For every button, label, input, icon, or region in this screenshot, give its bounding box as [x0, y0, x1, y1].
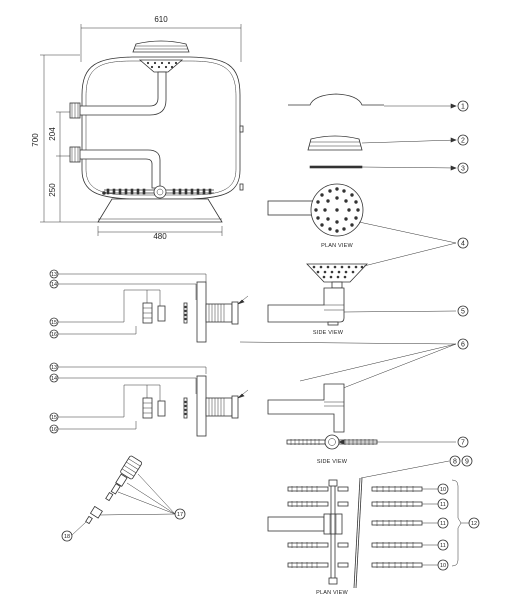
callout-3: 3: [461, 166, 465, 173]
leader-6: 6: [239, 338, 469, 393]
loose-laterals: 10 11 11 11 10 12: [371, 479, 480, 571]
tank-shell: [81, 56, 241, 200]
callout-10b: 10: [440, 563, 446, 569]
callout-15b: 15: [51, 415, 57, 421]
caption-side-view-1: SIDE VIEW: [313, 330, 344, 336]
upper-pipe: [77, 71, 167, 116]
callout-8: 8: [453, 459, 457, 466]
callout-14a: 14: [51, 282, 57, 288]
part-top-cap: 1: [288, 93, 469, 112]
callout-6: 6: [461, 342, 465, 349]
lateral-slots: [106, 188, 212, 195]
part-elbow-pipe: SIDE VIEW 5: [267, 287, 469, 336]
callout-15a: 15: [51, 320, 57, 326]
part-gasket: 3: [309, 162, 469, 174]
callout-5: 5: [461, 309, 465, 316]
tank-base: [97, 198, 223, 223]
callout-18: 18: [64, 534, 70, 540]
part-lateral-elbow: SIDE VIEW 7: [267, 383, 469, 465]
dim-port-spacing: 204: [48, 127, 57, 141]
filter-tank: 610 700 204 250 480: [31, 15, 244, 241]
callout-11a: 11: [440, 502, 446, 508]
callout-1: 1: [461, 104, 465, 111]
caption-plan-view-2: PLAN VIEW: [316, 590, 348, 596]
callout-11c: 11: [440, 543, 446, 549]
callout-10a: 10: [440, 487, 446, 493]
callout-14b: 14: [51, 376, 57, 382]
bulkhead-fitting-lower: 13 14 15 16: [49, 362, 249, 437]
caption-plan-view-1: PLAN VIEW: [321, 243, 353, 249]
bulkhead-fitting-upper: 13 14 15 16: [49, 269, 249, 343]
small-fittings: 17 18: [61, 455, 186, 542]
dim-base-width: 480: [153, 232, 167, 241]
caption-side-view-2: SIDE VIEW: [317, 459, 348, 465]
callout-9: 9: [465, 459, 469, 466]
callout-13b: 13: [51, 365, 57, 371]
laterals-right: [337, 486, 349, 568]
callout-17: 17: [177, 512, 183, 518]
tank-diffuser: [138, 59, 184, 73]
callout-11b: 11: [440, 521, 446, 527]
lower-pipe: [77, 149, 161, 189]
dim-width-top: 610: [154, 15, 168, 24]
lateral-assembly-plan: PLAN VIEW: [267, 479, 349, 596]
callout-16b: 16: [51, 427, 57, 433]
callout-2: 2: [461, 138, 465, 145]
dim-height-total: 700: [31, 133, 40, 147]
callout-7: 7: [461, 440, 465, 447]
dim-bottom-height: 250: [48, 183, 57, 197]
callout-16a: 16: [51, 332, 57, 338]
tank-lid: [132, 40, 190, 53]
callout-4: 4: [461, 241, 465, 248]
callout-13a: 13: [51, 272, 57, 278]
part-diffuser: PLAN VIEW 4: [267, 183, 469, 289]
laterals-left: [287, 486, 329, 568]
callout-12: 12: [471, 521, 477, 527]
part-standpipe: 8 9: [353, 455, 473, 589]
part-lid: 2: [307, 134, 469, 151]
